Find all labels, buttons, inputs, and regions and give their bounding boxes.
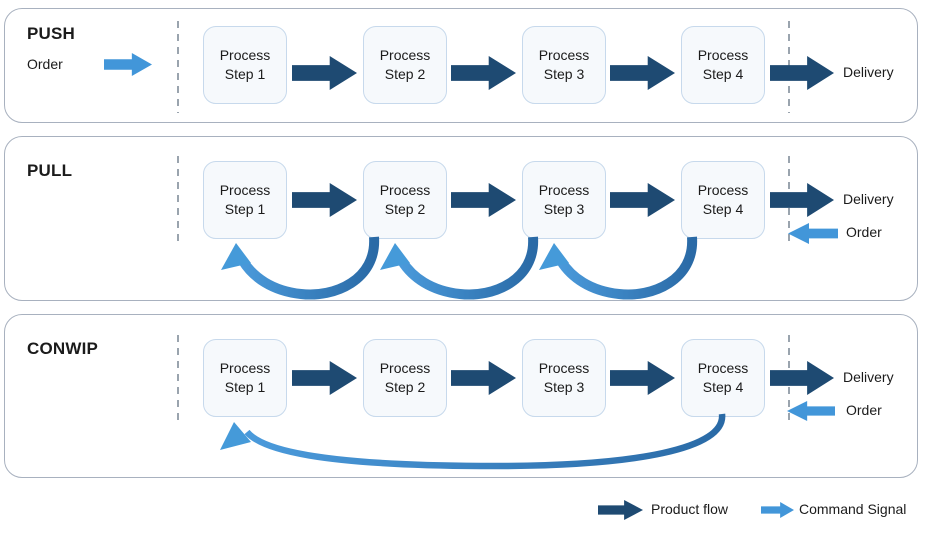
conwip-input-boundary-line (177, 335, 179, 421)
product-flow-arrow-icon (451, 56, 516, 90)
step-label-line2: Step 1 (224, 201, 266, 217)
step-label-line1: Process (538, 47, 590, 63)
legend-command-signal-label: Command Signal (799, 501, 907, 517)
pull-order-arrow-icon (788, 223, 838, 244)
pull-delivery-label: Delivery (843, 191, 894, 207)
step-label-line1: Process (538, 360, 590, 376)
step-label-line2: Step 1 (224, 379, 266, 395)
product-flow-arrow-icon (610, 56, 675, 90)
push-process-step-3: Process Step 3 (522, 26, 606, 104)
conwip-process-step-3: Process Step 3 (522, 339, 606, 417)
step-label-line2: Step 4 (702, 66, 744, 82)
step-label-line1: Process (538, 182, 590, 198)
step-label-line2: Step 2 (384, 66, 426, 82)
step-label-line1: Process (379, 47, 431, 63)
step-label-line1: Process (697, 182, 749, 198)
step-label-line1: Process (379, 360, 431, 376)
step-label-line2: Step 4 (702, 379, 744, 395)
step-label-line1: Process (219, 360, 271, 376)
product-flow-arrow-icon (610, 361, 675, 395)
pull-delivery-arrow-icon (770, 183, 834, 217)
conwip-delivery-arrow-icon (770, 361, 834, 395)
step-label-line2: Step 1 (224, 66, 266, 82)
step-label-line2: Step 3 (543, 66, 585, 82)
push-input-boundary-line (177, 21, 179, 113)
conwip-process-step-4: Process Step 4 (681, 339, 765, 417)
step-label-line2: Step 4 (702, 201, 744, 217)
panel-pull-title: PULL (27, 161, 73, 180)
step-label-line1: Process (697, 360, 749, 376)
panel-conwip: CONWIP Process Step 1 Process Step 2 Pro… (4, 314, 918, 478)
push-delivery-arrow-icon (770, 56, 834, 90)
pull-input-boundary-line (177, 156, 179, 244)
product-flow-arrow-icon (451, 361, 516, 395)
panel-push-title: PUSH (27, 24, 76, 43)
step-label-line1: Process (219, 182, 271, 198)
push-process-step-1: Process Step 1 (203, 26, 287, 104)
legend-command-signal-arrow-icon (761, 502, 794, 518)
step-label-line2: Step 2 (384, 201, 426, 217)
pull-process-step-2: Process Step 2 (363, 161, 447, 239)
conwip-order-label: Order (846, 402, 882, 418)
product-flow-arrow-icon (292, 183, 357, 217)
step-label-line1: Process (379, 182, 431, 198)
conwip-process-step-2: Process Step 2 (363, 339, 447, 417)
step-label-line1: Process (219, 47, 271, 63)
panel-conwip-title: CONWIP (27, 339, 99, 358)
step-label-line2: Step 3 (543, 201, 585, 217)
pull-process-step-4: Process Step 4 (681, 161, 765, 239)
product-flow-arrow-icon (451, 183, 516, 217)
push-process-step-4: Process Step 4 (681, 26, 765, 104)
legend-product-flow-label: Product flow (651, 501, 729, 517)
step-label-line2: Step 3 (543, 379, 585, 395)
step-label-line1: Process (697, 47, 749, 63)
step-label-line2: Step 2 (384, 379, 426, 395)
push-order-arrow-icon (104, 53, 152, 76)
panel-pull: PULL Process Step 1 Process Step 2 Proce… (4, 136, 918, 301)
push-delivery-label: Delivery (843, 64, 894, 80)
push-order-label: Order (27, 56, 63, 72)
conwip-process-step-1: Process Step 1 (203, 339, 287, 417)
pull-process-step-3: Process Step 3 (522, 161, 606, 239)
conwip-order-arrow-icon (787, 401, 835, 421)
product-flow-arrow-icon (292, 361, 357, 395)
legend-product-flow-arrow-icon (598, 500, 643, 520)
product-flow-arrow-icon (292, 56, 357, 90)
conwip-delivery-label: Delivery (843, 369, 894, 385)
product-flow-arrow-icon (610, 183, 675, 217)
pull-order-label: Order (846, 224, 882, 240)
push-process-step-2: Process Step 2 (363, 26, 447, 104)
panel-push: PUSH Order Process Step 1 Process Step 2… (4, 8, 918, 123)
pull-process-step-1: Process Step 1 (203, 161, 287, 239)
